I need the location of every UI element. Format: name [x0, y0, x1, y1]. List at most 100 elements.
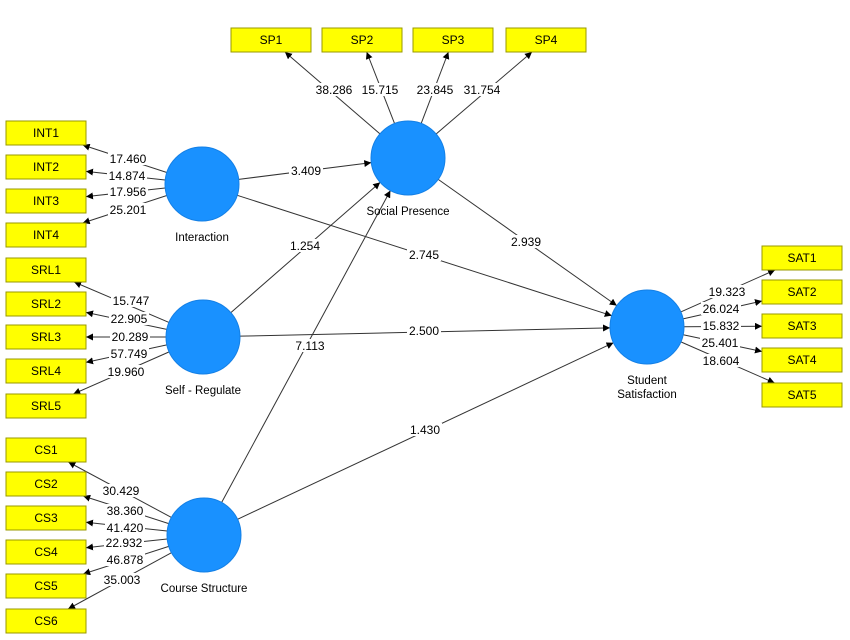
indicator-label-int2: INT2 — [33, 160, 59, 174]
indicator-box-srl2 — [5, 291, 87, 317]
loading-label-bg — [105, 521, 145, 534]
indicator-box-srl5 — [5, 393, 87, 419]
loading-label-bg — [108, 152, 148, 165]
indicator-label-srl5: SRL5 — [31, 399, 61, 413]
loading-label-bg — [107, 169, 147, 182]
path-value-course-structure-to-social-presence: 7.113 — [295, 339, 324, 353]
loading-label-bg — [104, 536, 144, 549]
loading-label-bg — [109, 312, 149, 325]
path-label-bg — [293, 339, 327, 352]
path-label-bg — [407, 248, 441, 261]
loading-value-sat3: 15.832 — [703, 319, 740, 333]
indicator-box-sat3 — [761, 313, 843, 339]
path-label-bg — [407, 324, 441, 337]
indicator-box-sat1 — [761, 245, 843, 271]
indicator-box-cs3 — [5, 505, 87, 531]
indicator-label-sp3: SP3 — [442, 33, 465, 47]
loading-value-srl5: 19.960 — [108, 365, 145, 379]
indicator-label-cs6: CS6 — [34, 614, 58, 628]
path-value-course-structure-to-student-satisfaction: 1.430 — [410, 423, 440, 437]
construct-social-presence — [370, 120, 446, 196]
loading-label-bg — [110, 330, 150, 343]
path-label-bg — [408, 423, 442, 436]
construct-label-student-satisfaction-line2: Satisfaction — [617, 389, 676, 401]
loading-value-sp3: 23.845 — [417, 83, 454, 97]
indicator-label-cs4: CS4 — [34, 545, 58, 559]
loading-label-bg — [108, 203, 148, 216]
indicator-box-sp4 — [505, 27, 587, 53]
indicator-box-cs2 — [5, 471, 87, 497]
indicator-label-cs3: CS3 — [34, 511, 58, 525]
indicator-box-cs4 — [5, 539, 87, 565]
loading-label-bg — [102, 573, 142, 586]
path-value-interaction-to-social-presence: 3.409 — [291, 164, 321, 178]
indicator-box-srl3 — [5, 324, 87, 350]
loading-label-bg — [701, 302, 741, 315]
indicator-box-sat2 — [761, 279, 843, 305]
indicator-label-sat5: SAT5 — [787, 388, 816, 402]
indicator-label-cs1: CS1 — [34, 443, 58, 457]
indicator-label-sp2: SP2 — [351, 33, 374, 47]
loading-value-int1: 17.460 — [110, 152, 147, 166]
indicator-box-sp1 — [230, 27, 312, 53]
loading-value-cs4: 22.932 — [106, 536, 143, 550]
loading-label-bg — [105, 504, 145, 517]
indicator-box-sat5 — [761, 382, 843, 408]
loading-value-sat1: 19.323 — [709, 285, 746, 299]
indicator-box-sat4 — [761, 347, 843, 373]
indicator-box-srl1 — [5, 257, 87, 283]
loading-label-bg — [109, 347, 149, 360]
loading-label-bg — [360, 83, 400, 96]
loading-value-sat2: 26.024 — [703, 302, 740, 316]
loading-label-bg — [462, 83, 502, 96]
indicator-box-cs6 — [5, 608, 87, 634]
loading-label-bg — [111, 294, 151, 307]
construct-label-interaction: Interaction — [175, 232, 229, 244]
construct-label-social-presence: Social Presence — [366, 206, 449, 218]
indicator-label-cs2: CS2 — [34, 477, 58, 491]
path-value-self-regulate-to-student-satisfaction: 2.500 — [409, 324, 439, 338]
construct-self-regulate — [165, 299, 241, 375]
indicator-label-sat1: SAT1 — [787, 251, 816, 265]
indicator-label-sat4: SAT4 — [787, 353, 816, 367]
loading-label-bg — [707, 285, 747, 298]
loading-value-srl1: 15.747 — [113, 294, 150, 308]
construct-label-self-regulate: Self - Regulate — [165, 385, 241, 397]
loading-label-bg — [105, 553, 145, 566]
indicator-label-cs5: CS5 — [34, 579, 58, 593]
loading-label-bg — [314, 83, 354, 96]
loading-value-int3: 17.956 — [110, 185, 147, 199]
path-label-bg — [509, 235, 543, 248]
loading-value-srl4: 57.749 — [111, 347, 148, 361]
loading-value-srl3: 20.289 — [112, 330, 149, 344]
construct-course-structure — [166, 497, 242, 573]
indicator-box-srl4 — [5, 358, 87, 384]
loading-label-bg — [108, 185, 148, 198]
path-label-bg — [288, 239, 322, 252]
indicator-label-sat2: SAT2 — [787, 285, 816, 299]
indicator-label-sp4: SP4 — [535, 33, 558, 47]
path-value-self-regulate-to-social-presence: 1.254 — [290, 239, 320, 253]
construct-interaction — [164, 146, 240, 222]
indicator-box-sp2 — [321, 27, 403, 53]
indicator-box-int1 — [5, 120, 87, 146]
indicator-label-srl4: SRL4 — [31, 364, 61, 378]
loading-value-sat4: 25.401 — [702, 336, 739, 350]
indicator-box-int4 — [5, 222, 87, 248]
indicator-label-sat3: SAT3 — [787, 319, 816, 333]
loading-value-int2: 14.874 — [109, 169, 146, 183]
loading-label-bg — [101, 484, 141, 497]
indicator-label-sp1: SP1 — [260, 33, 283, 47]
indicator-label-srl2: SRL2 — [31, 297, 61, 311]
loading-label-bg — [106, 365, 146, 378]
loading-value-cs1: 30.429 — [103, 484, 140, 498]
loading-label-bg — [701, 319, 741, 332]
loading-value-cs6: 35.003 — [104, 573, 141, 587]
loading-value-sp4: 31.754 — [464, 83, 501, 97]
indicator-box-cs1 — [5, 437, 87, 463]
indicator-box-int2 — [5, 154, 87, 180]
loading-value-cs5: 46.878 — [107, 553, 144, 567]
loading-label-bg — [700, 336, 740, 349]
path-value-interaction-to-student-satisfaction: 2.745 — [409, 248, 439, 262]
loading-label-bg — [701, 354, 741, 367]
